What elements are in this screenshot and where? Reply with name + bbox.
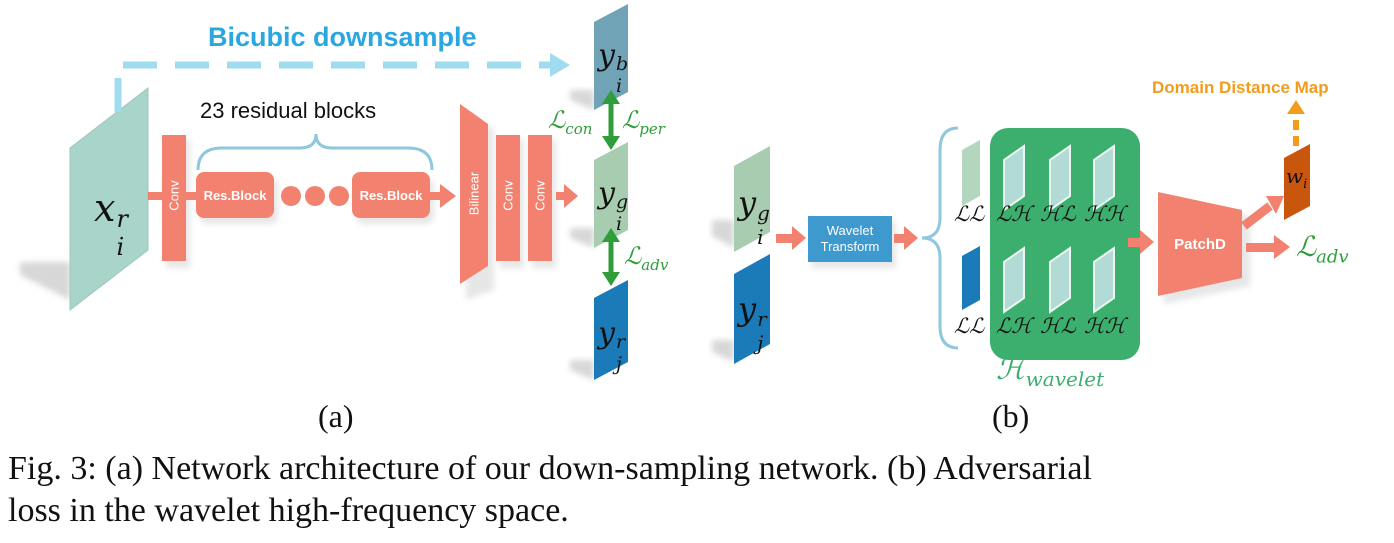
- arrow-head-loss: [1274, 235, 1290, 259]
- conv3-block: [528, 135, 552, 261]
- input-image-panel: [69, 86, 149, 312]
- resblock2-label: Res.Block: [359, 187, 423, 203]
- subband-bottom-hh: ℋℋ: [1084, 314, 1126, 338]
- subband-top-ll: ℒℒ: [954, 202, 985, 226]
- panel-b-label: (b): [992, 398, 1030, 434]
- yr-b-shadow: [712, 340, 734, 362]
- arrow-resblock-bilinear: [430, 192, 442, 200]
- subband-top-lh: ℒℋ: [996, 202, 1032, 226]
- arrow-patchd-loss: [1246, 243, 1276, 252]
- arrow-head-w: [1266, 196, 1284, 214]
- yg-a-image: [594, 142, 628, 248]
- arrow-head-wavelet: [792, 226, 806, 250]
- dot-1: [281, 186, 301, 206]
- ll-top-strip: [962, 140, 980, 206]
- yg-a-shadow: [570, 228, 594, 248]
- ll-bottom-strip: [962, 246, 980, 310]
- wavelet-transform-box: [808, 216, 892, 262]
- yg-b-image: [734, 146, 770, 252]
- arrow-head-brace: [904, 226, 918, 250]
- arrow-patchd-w: [1241, 202, 1273, 230]
- subband-top-hl: ℋℒ: [1040, 202, 1076, 226]
- w-map-strip: [1284, 144, 1310, 220]
- residual-brace: [196, 133, 434, 171]
- subband-bottom-lh: ℒℋ: [996, 314, 1032, 338]
- loss-adv-b-label: ℒadv: [1296, 230, 1349, 268]
- domain-map-label: Domain Distance Map: [1152, 78, 1329, 97]
- yr-b-image: [734, 254, 770, 364]
- bilinear-block: [460, 104, 488, 284]
- caption-line-2: loss in the wavelet high-frequency space…: [8, 492, 569, 529]
- loss-arrow-adv: [602, 228, 620, 286]
- conv3-label: Conv: [532, 180, 548, 211]
- resblock1-label: Res.Block: [203, 187, 267, 203]
- panel-a-label: (a): [318, 398, 354, 434]
- residual-label: 23 residual blocks: [200, 98, 377, 123]
- conv1-label: Conv: [166, 180, 182, 211]
- subband-panels: [1003, 144, 1115, 314]
- bicubic-dashed-arrow: [114, 53, 570, 112]
- figure-caption: Fig. 3: (a) Network architecture of our …: [8, 448, 1388, 532]
- bicubic-label: Bicubic downsample: [208, 22, 477, 52]
- arrow-head-bilinear: [440, 184, 456, 208]
- arrow-to-patchd: [1128, 238, 1142, 247]
- dot-3: [329, 186, 349, 206]
- arrow-head-output: [564, 184, 578, 208]
- loss-adv-a-label: ℒadv: [624, 242, 669, 274]
- bilinear-label: Bilinear: [466, 171, 482, 216]
- patchd-label: PatchD: [1174, 235, 1226, 253]
- conv2-block: [496, 135, 520, 261]
- loss-con-label: ℒcon: [548, 106, 593, 138]
- arrow-to-brace: [894, 234, 906, 243]
- subband-brace: [921, 126, 959, 350]
- subband-bottom-ll: ℒℒ: [954, 314, 985, 338]
- yb-image: [594, 4, 628, 110]
- arrow-input-conv: [148, 192, 162, 200]
- input-image-shadow: [20, 262, 70, 300]
- conv1-block: [162, 135, 186, 261]
- arrow-conv-resblock: [186, 192, 196, 200]
- dot-2: [305, 186, 325, 206]
- subband-bottom-hl: ℋℒ: [1040, 314, 1076, 338]
- yb-shadow: [570, 90, 594, 110]
- yg-b-shadow: [712, 220, 734, 248]
- loss-arrow-con-per: [602, 90, 620, 150]
- wavelet-transform-label: Wavelet Transform: [820, 223, 880, 254]
- domain-map-arrow: [1287, 100, 1305, 146]
- resblock2-box: [352, 172, 430, 218]
- diagram-graphics: [20, 4, 1310, 380]
- h-wavelet-label: ℋwavelet: [996, 352, 1105, 391]
- yr-a-image: [594, 280, 628, 380]
- resblock1-box: [196, 172, 274, 218]
- arrow-conv-output: [556, 192, 566, 200]
- arrow-head-patchd: [1140, 230, 1154, 254]
- subband-top-hh: ℋℋ: [1084, 202, 1126, 226]
- patchd-block: [1158, 192, 1242, 296]
- w-symbol: wi: [1286, 164, 1308, 192]
- conv2-label: Conv: [500, 180, 516, 211]
- arrow-to-wavelet: [776, 234, 794, 243]
- loss-per-label: ℒper: [622, 106, 665, 138]
- caption-line-1: Fig. 3: (a) Network architecture of our …: [8, 450, 1092, 487]
- yr-a-shadow: [570, 360, 594, 380]
